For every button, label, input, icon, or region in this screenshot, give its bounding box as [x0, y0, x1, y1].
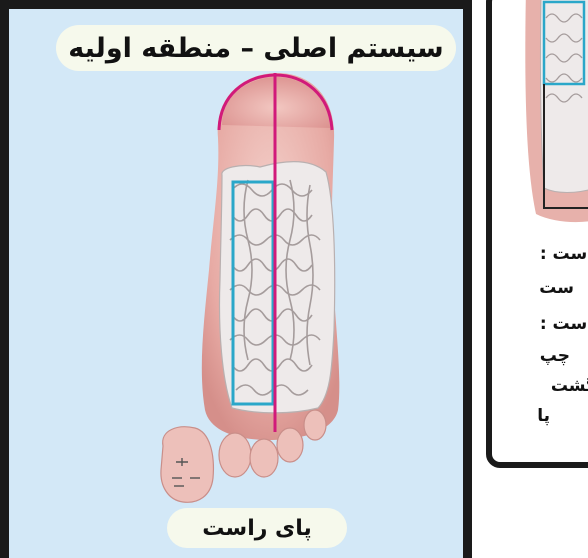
side-text-line-6: پا [537, 406, 550, 426]
side-text-line-4: چپ [540, 346, 570, 366]
toe-4 [277, 428, 303, 462]
foot-caption: پای راست [167, 508, 347, 548]
toe-3 [250, 439, 278, 477]
side-text-line-3: دست : [540, 314, 588, 334]
side-text-line-5: گشت [551, 376, 588, 396]
side-text-line-1: دست : [540, 244, 588, 264]
toe-2 [219, 433, 251, 477]
diagram-title: سیستم اصلی – منطقه اولیه [56, 25, 456, 71]
side-panel: دست : ست دست : چپ گشت پا [486, 0, 588, 468]
side-text-line-2: ست [539, 278, 574, 298]
big-toe [161, 427, 214, 503]
toe-5 [304, 410, 326, 440]
side-foot-illustration [486, 0, 588, 468]
